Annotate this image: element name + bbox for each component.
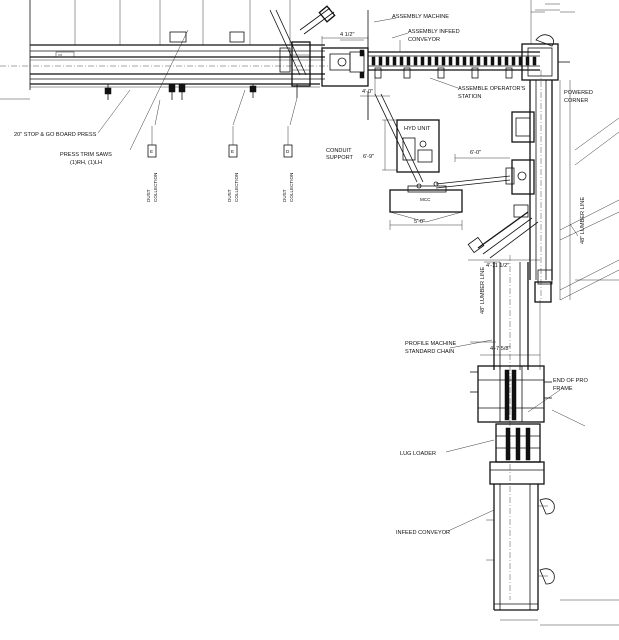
- label-dim-4-half: 4 1/2": [340, 32, 354, 38]
- mcc-cabinet: [389, 185, 463, 230]
- label-powered-1: POWERED: [564, 90, 593, 96]
- label-conduit-1: CONDUIT: [326, 148, 352, 154]
- label-hyd-unit: HYD UNIT: [404, 126, 431, 132]
- label-dust-1c: DUST: [282, 189, 287, 202]
- label-lumber-line-left: 48" LUMBER LINE: [480, 267, 486, 314]
- label-profile-1: PROFILE MACHINE: [405, 341, 457, 347]
- dust-collection-callouts: E E D: [147, 126, 293, 158]
- chain-tooth: [532, 56, 537, 66]
- label-assembly-infeed-1: ASSEMBLY INFEED: [408, 29, 460, 35]
- infeed-conveyor-lower: [486, 461, 619, 626]
- chain-tooth: [476, 56, 481, 66]
- label-dust-2b: COLLECTION: [234, 173, 239, 202]
- label-mcc: MCC: [420, 197, 431, 202]
- dimensions-top: [340, 39, 401, 97]
- label-lumber-line-right: 48" LUMBER LINE: [580, 197, 586, 244]
- chain-tooth: [420, 56, 425, 66]
- hyd-unit: [367, 92, 440, 173]
- chain-tooth: [413, 56, 418, 66]
- chain-tooth: [399, 56, 404, 66]
- chain-tooth: [497, 56, 502, 66]
- label-stop-go: 20" STOP & GO BOARD PRESS: [14, 132, 97, 138]
- label-trim-saws-2: (1)RH, (1)LH: [70, 160, 102, 166]
- label-operator-2: STATION: [458, 94, 481, 100]
- profile-line: [470, 255, 541, 600]
- leader-lines: [97, 17, 459, 151]
- conduit: [374, 93, 511, 189]
- label-dim-6-9: 6'-9": [363, 154, 374, 160]
- leader-lines-lower: [445, 223, 579, 532]
- svg-text:▭: ▭: [58, 52, 63, 57]
- label-operator-1: ASSEMBLE OPERATOR'S: [458, 86, 526, 92]
- svg-text:E: E: [150, 149, 153, 154]
- chain-tooth: [462, 56, 467, 66]
- label-dim-5-0: 5'-0": [414, 219, 425, 225]
- label-infeed-conveyor: INFEED CONVEYOR: [396, 530, 450, 536]
- svg-text:D: D: [286, 149, 290, 154]
- label-dim-4-11: 4'-11 1/2": [486, 263, 509, 269]
- chain-tooth: [490, 56, 495, 66]
- text-labels: ASSEMBLY MACHINE 4 1/2" ASSEMBLY INFEED …: [14, 14, 593, 536]
- chain-tooth: [427, 56, 432, 66]
- chain-tooth: [385, 56, 390, 66]
- label-dust-2c: COLLECTION: [289, 173, 294, 202]
- diagonal-feeder: [467, 211, 540, 261]
- label-end-of-1: END OF PRO: [553, 378, 588, 384]
- label-assembly-infeed-2: CONVEYOR: [408, 37, 440, 43]
- chain-tooth: [378, 56, 383, 66]
- chain-tooth: [392, 56, 397, 66]
- chain-tooth: [448, 56, 453, 66]
- assembly-machine: [321, 10, 369, 87]
- chain-tooth: [434, 56, 439, 66]
- label-dim-6-0: 6'-0": [470, 150, 481, 156]
- press-line: ▭: [0, 0, 336, 100]
- chain-tooth: [483, 56, 488, 66]
- svg-text:E: E: [231, 149, 234, 154]
- assembly-infeed-conveyor: [368, 51, 540, 79]
- label-profile-2: STANDARD CHAIN: [405, 349, 454, 355]
- label-dust-1b: DUST: [227, 189, 232, 202]
- label-lug-loader: LUG LOADER: [400, 451, 436, 457]
- chain-tooth: [511, 56, 516, 66]
- chain-tooth: [504, 56, 509, 66]
- frame-block: [470, 365, 586, 427]
- chain-tooth: [371, 56, 376, 66]
- chain-tooth: [455, 56, 460, 66]
- chain-tooth: [525, 56, 530, 66]
- label-trim-saws-1: PRESS TRIM SAWS: [60, 152, 112, 158]
- label-powered-2: CORNER: [564, 98, 588, 104]
- chain-tooth: [469, 56, 474, 66]
- label-dust-1a: DUST: [146, 189, 151, 202]
- label-assembly-machine: ASSEMBLY MACHINE: [392, 14, 449, 20]
- lug-loader: [495, 423, 541, 463]
- chain-tooth: [441, 56, 446, 66]
- chain-tooth: [406, 56, 411, 66]
- label-conduit-2: SUPPORT: [326, 155, 354, 161]
- label-dim-4-0: 4'-0": [362, 89, 373, 95]
- label-dust-2a: COLLECTION: [153, 173, 158, 202]
- label-dim-4-7: 4'-7 5/8": [490, 346, 510, 352]
- powered-corner: [521, 0, 575, 81]
- label-end-of-2: FRAME: [553, 386, 573, 392]
- vertical-transfer-line: [505, 70, 619, 303]
